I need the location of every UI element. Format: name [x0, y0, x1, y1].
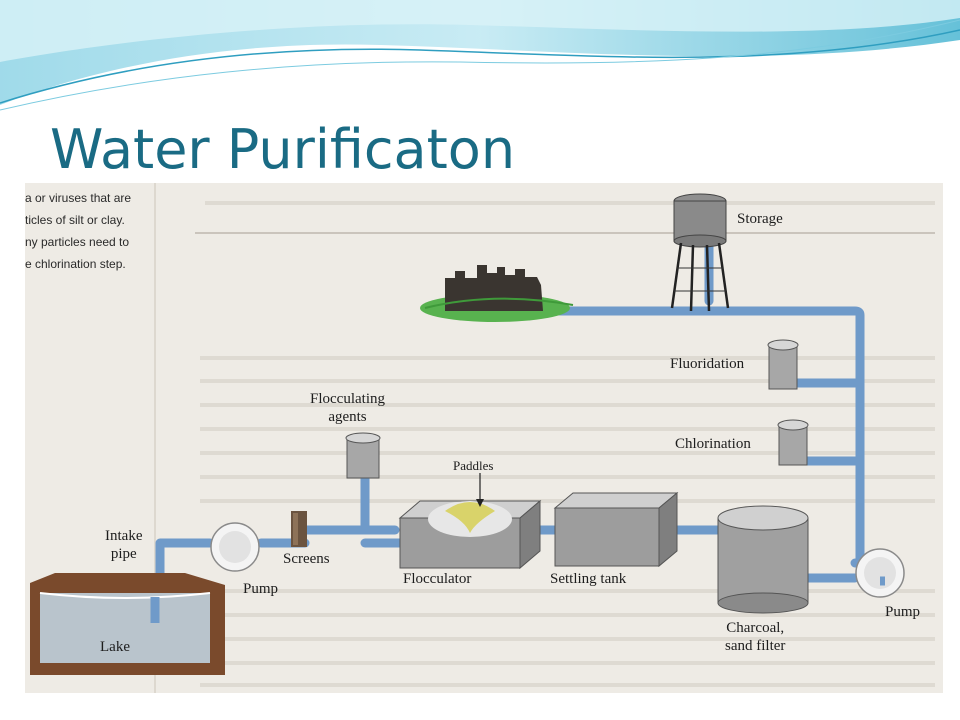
charcoal-filter-line: Charcoal, — [726, 620, 785, 636]
flocculator-label: Flocculator — [403, 571, 472, 587]
book-text-line: e chlorination step. — [25, 257, 126, 271]
charcoal-filter-label: Charcoal, sand filter — [725, 619, 785, 655]
intake-pipe-label: Intake pipe — [105, 527, 142, 563]
book-text-line: ny particles need to — [25, 235, 130, 249]
pump-left-label: Pump — [243, 581, 279, 597]
book-text-line: ticles of silt or clay. — [25, 213, 125, 227]
pump-left — [210, 522, 260, 572]
intake-pipe-line: pipe — [110, 546, 137, 562]
lake — [30, 573, 225, 675]
charcoal-sand-filter — [717, 505, 809, 614]
flocculating-agents-label: Flocculating agents — [310, 390, 385, 426]
flocculating-agents-line: agents — [328, 409, 367, 425]
slide-title: Water Purificaton — [50, 118, 516, 181]
book-text-fragment: a or viruses that are ticles of silt or … — [25, 187, 131, 275]
storage-tower — [670, 193, 730, 312]
town — [420, 265, 574, 322]
intake-pipe-line: Intake — [105, 528, 143, 544]
background-text-lines — [200, 201, 935, 687]
flocculating-agents-line: Flocculating — [310, 391, 385, 407]
settling-tank — [553, 491, 679, 568]
chlorination-label: Chlorination — [675, 436, 751, 452]
diagram-drawing — [30, 183, 935, 693]
flocculating-agents-tank — [345, 432, 381, 479]
storage-label: Storage — [737, 211, 783, 227]
settling-tank-label: Settling tank — [550, 571, 627, 587]
pump-right-label: Pump — [885, 604, 921, 620]
screens-label: Screens — [283, 551, 330, 567]
lake-label: Lake — [100, 639, 130, 655]
header-wave — [0, 0, 960, 111]
fluoridation-tank — [767, 339, 799, 390]
flocculator — [398, 473, 542, 570]
screens — [291, 511, 307, 547]
chlorination-tank — [777, 419, 809, 466]
book-text-line: a or viruses that are — [25, 191, 132, 205]
charcoal-filter-line: sand filter — [725, 638, 786, 654]
pump-right — [855, 548, 905, 598]
paddles-label: Paddles — [453, 458, 494, 473]
fluoridation-label: Fluoridation — [670, 356, 745, 372]
water-purification-diagram: a or viruses that are ticles of silt or … — [25, 183, 943, 693]
